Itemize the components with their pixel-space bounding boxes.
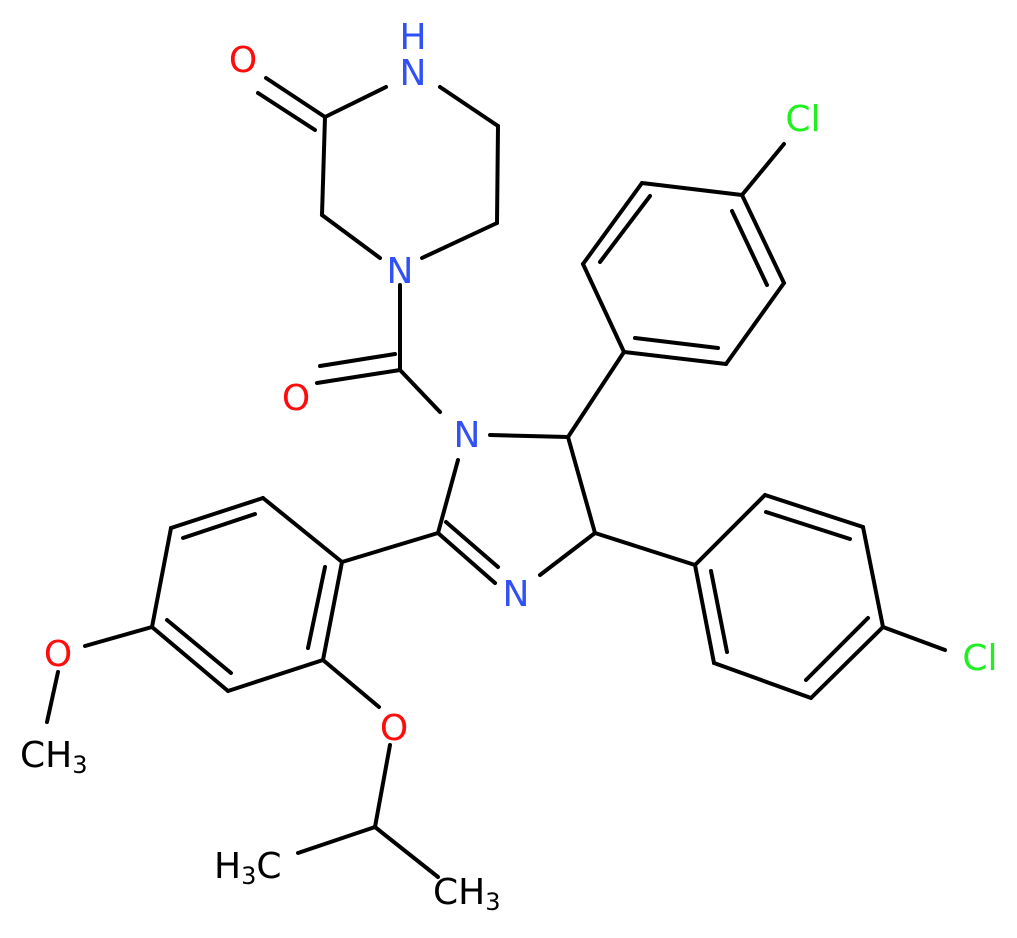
bond <box>436 531 497 585</box>
atom-label-oxygen-isopropoxy: O <box>380 708 408 749</box>
bond <box>169 496 265 530</box>
bond <box>321 658 381 709</box>
bond <box>373 743 392 829</box>
bond <box>709 569 729 654</box>
bond <box>566 350 626 439</box>
bond <box>320 115 327 217</box>
bond <box>581 181 644 266</box>
bond-layer <box>45 76 947 879</box>
bond <box>581 262 626 354</box>
bond <box>740 193 786 285</box>
bond <box>315 368 402 385</box>
bond <box>622 350 728 366</box>
bond <box>340 531 440 564</box>
bond <box>165 618 233 675</box>
bond <box>763 493 865 529</box>
atom-label-oxygen-lactam: O <box>229 40 257 81</box>
bond <box>693 493 767 567</box>
atom-label-nitrogen-n1: N <box>454 415 481 456</box>
bond <box>881 625 947 652</box>
bond <box>318 352 397 368</box>
bond <box>538 531 597 577</box>
bond <box>320 213 382 260</box>
atom-label-chlorine-right: Cl <box>962 638 997 679</box>
bond <box>420 221 499 260</box>
bond <box>261 496 344 564</box>
bond <box>150 625 230 693</box>
bond <box>256 91 317 132</box>
bond <box>724 281 786 366</box>
bond <box>804 616 870 682</box>
bond <box>83 625 154 648</box>
bond <box>296 825 377 855</box>
atom-label-methyl-left: H3C <box>214 846 282 890</box>
atom-label-nitrogen-n3: N <box>503 574 530 615</box>
atom-label-oxygen-methoxy: O <box>44 634 72 675</box>
bond <box>438 85 500 128</box>
atom-label-hydrogen-lactam: H <box>399 17 426 58</box>
atom-label-oxygen-carbonyl: O <box>282 378 310 419</box>
bond <box>693 563 716 665</box>
bond <box>598 194 652 264</box>
bond <box>740 142 786 197</box>
atom-label-methyl-methoxy: CH3 <box>20 735 88 779</box>
bond <box>45 670 60 724</box>
atom-label-layer: O N H N O N N O O Cl Cl CH3 H3C CH3 <box>20 17 998 916</box>
bond <box>373 825 440 879</box>
bond <box>809 625 885 700</box>
bond <box>730 209 769 287</box>
bond <box>181 512 257 540</box>
bond <box>764 510 852 541</box>
bond <box>321 560 344 662</box>
bond <box>640 181 744 197</box>
bond <box>398 368 442 414</box>
bond <box>633 336 720 350</box>
bond <box>436 458 460 535</box>
atom-label-methyl-right: CH3 <box>433 872 501 916</box>
bond <box>323 85 388 119</box>
bond <box>495 124 500 225</box>
bond <box>566 435 597 535</box>
bond <box>861 525 885 629</box>
bond <box>264 76 327 119</box>
bond <box>593 531 697 567</box>
bond <box>150 526 173 629</box>
bond <box>306 565 327 650</box>
bond <box>226 658 325 693</box>
atom-label-nitrogen-piperazine: N <box>387 251 414 292</box>
atom-label-nitrogen-lactam: N <box>400 53 427 94</box>
atom-label-chlorine-top: Cl <box>785 99 820 140</box>
bond <box>444 520 500 569</box>
bond <box>488 433 570 439</box>
bond <box>712 661 813 700</box>
